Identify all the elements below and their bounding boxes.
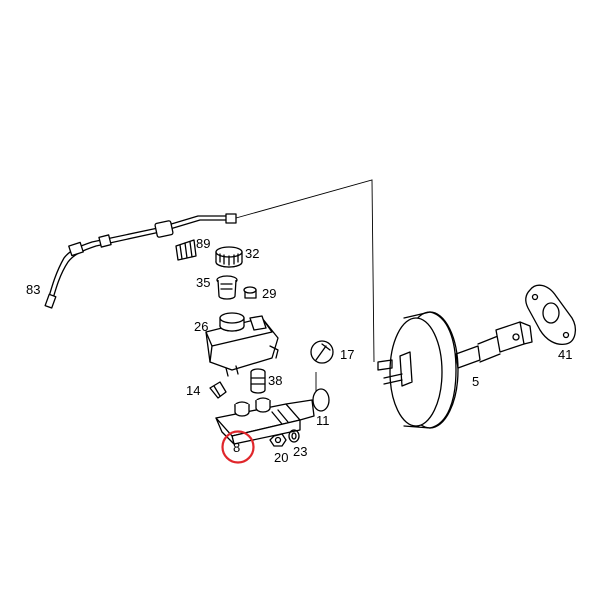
seal-ring-11 [312, 372, 330, 412]
part-label-11[interactable]: 11 [316, 413, 330, 428]
part-label-26[interactable]: 26 [194, 319, 208, 334]
filter-35 [216, 275, 238, 300]
reservoir-cap-32 [215, 246, 243, 268]
part-label-17[interactable]: 17 [340, 347, 354, 362]
highlight-ring [221, 430, 255, 464]
part-label-89[interactable]: 89 [196, 236, 210, 251]
reservoir-26 [205, 312, 279, 377]
nut-20 [269, 433, 287, 447]
bellows-89 [175, 239, 197, 261]
part-label-8[interactable]: 8 [233, 440, 240, 455]
part-label-41[interactable]: 41 [558, 347, 572, 362]
brake-line-83 [44, 213, 237, 309]
part-label-14[interactable]: 14 [186, 383, 200, 398]
part-label-5[interactable]: 5 [472, 374, 479, 389]
gasket-41 [525, 284, 577, 346]
part-label-29[interactable]: 29 [262, 286, 276, 301]
part-label-32[interactable]: 32 [245, 246, 259, 261]
brake-booster-5 [377, 311, 533, 429]
master-cylinder-8 [215, 397, 315, 445]
grommet-38 [250, 368, 266, 394]
part-label-35[interactable]: 35 [196, 275, 210, 290]
grommet-14 [209, 381, 227, 399]
wrench-symbol-17 [310, 340, 334, 364]
leader-line [235, 179, 375, 363]
part-label-38[interactable]: 38 [268, 373, 282, 388]
part-label-83[interactable]: 83 [26, 282, 40, 297]
plug-29 [243, 286, 257, 299]
part-label-23[interactable]: 23 [293, 444, 307, 459]
washer-23 [288, 429, 300, 443]
part-label-20[interactable]: 20 [274, 450, 288, 465]
